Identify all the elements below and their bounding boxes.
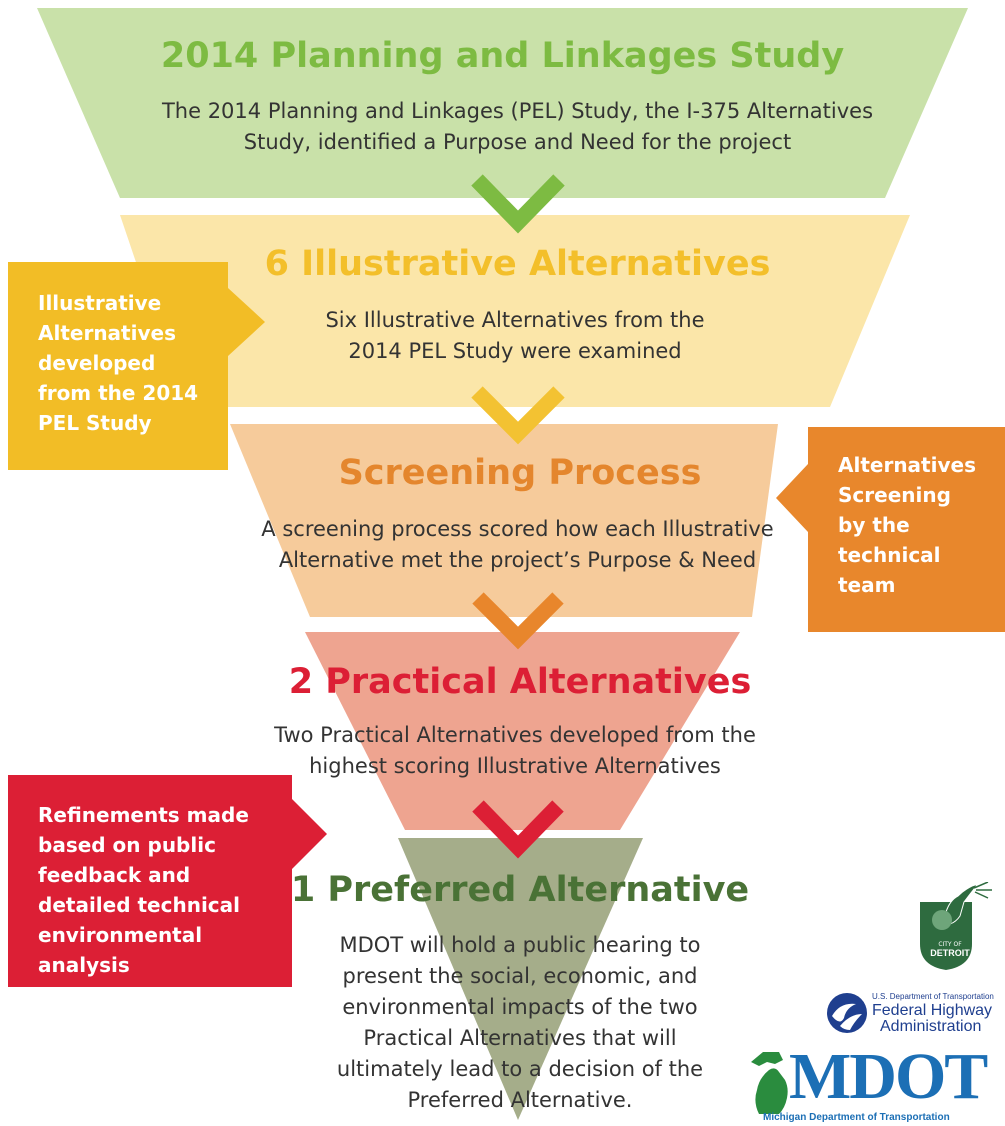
side-note-2-line: Screening: [838, 483, 951, 507]
stage-4-description: Two Practical Alternatives developed fro…: [250, 720, 780, 782]
side-note-refinements: Refinements made based on public feedbac…: [38, 800, 288, 980]
stage-1-line-1: The 2014 Planning and Linkages (PEL) Stu…: [161, 99, 874, 123]
detroit-city-of-text: CITY OF: [938, 941, 962, 948]
stage-5-line-2: present the social, economic, and: [342, 964, 698, 988]
side-note-2-line: technical: [838, 543, 941, 567]
stage-4-title: 2 Practical Alternatives: [288, 662, 752, 702]
stage-5-line-3: environmental impacts of the two: [342, 995, 698, 1019]
fhwa-name-line1: Federal Highway: [872, 1002, 993, 1019]
side-note-3-line: environmental: [38, 923, 203, 947]
side-note-1-line: PEL Study: [38, 411, 152, 435]
stage-3-line-1: A screening process scored how each Illu…: [261, 517, 774, 541]
stage-5-title: 1 Preferred Alternative: [290, 870, 750, 910]
stage-1-band: [37, 8, 968, 198]
stage-5-band: [398, 838, 643, 1120]
side-note-3-box: [8, 775, 327, 987]
fhwa-emblem-icon: [827, 993, 867, 1033]
stage-1-line-2: Study, identified a Purpose and Need for…: [243, 130, 792, 154]
stage-3-band: [230, 424, 778, 617]
side-note-3-line: based on public: [38, 833, 216, 857]
side-note-2-line: team: [838, 573, 896, 597]
mdot-logo: MDOT Michigan Department of Transportati…: [745, 1042, 1003, 1124]
city-of-detroit-logo: CITY OF DETROIT: [912, 881, 997, 972]
side-note-2-line: by the: [838, 513, 910, 537]
side-note-1-line: Illustrative: [38, 291, 162, 315]
side-note-3-line: feedback and: [38, 863, 191, 887]
fhwa-name-line2: Administration: [880, 1018, 982, 1035]
michigan-map-icon: [751, 1052, 788, 1114]
mdot-wordmark: MDOT: [789, 1040, 988, 1113]
side-note-1-box: [8, 262, 265, 470]
mdot-subtitle-text: Michigan Department of Transportation: [763, 1112, 950, 1123]
stage-5-line-5: ultimately lead to a decision of the: [336, 1057, 704, 1081]
side-note-1-line: Alternatives: [38, 321, 176, 345]
stage-2-band: [120, 215, 910, 407]
side-note-illustrative: Illustrative Alternatives developed from…: [38, 288, 223, 438]
stage-5-line-6: Preferred Alternative.: [407, 1088, 633, 1112]
side-note-2-box: [776, 427, 1005, 632]
stage-2-line-2: 2014 PEL Study were examined: [348, 339, 682, 363]
fhwa-logo: U.S. Department of Transportation Federa…: [826, 990, 1004, 1036]
stage-2-description: Six Illustrative Alternatives from the 2…: [265, 305, 765, 367]
detroit-seal-icon: [920, 881, 992, 970]
stage-1-title: 2014 Planning and Linkages Study: [160, 36, 845, 76]
side-note-3-line: analysis: [38, 953, 130, 977]
stage-4-line-1: Two Practical Alternatives developed fro…: [274, 723, 756, 747]
chevron-arrow-2: [471, 386, 565, 445]
chevron-arrow-4: [472, 800, 564, 859]
stage-3-title: Screening Process: [338, 453, 702, 493]
stage-4-line-2: highest scoring Illustrative Alternative…: [309, 754, 721, 778]
stage-3-description: A screening process scored how each Illu…: [230, 514, 805, 576]
chevron-arrow-3: [472, 592, 564, 650]
detroit-name-text: DETROIT: [930, 948, 970, 958]
stage-5-line-1: MDOT will hold a public hearing to: [339, 933, 701, 957]
fhwa-department-text: U.S. Department of Transportation: [872, 992, 994, 1001]
stage-4-band: [305, 632, 740, 830]
side-note-screening: Alternatives Screening by the technical …: [838, 450, 1003, 600]
stage-3-line-2: Alternative met the project’s Purpose & …: [278, 548, 757, 572]
stage-2-title: 6 Illustrative Alternatives: [264, 244, 771, 284]
side-note-3-line: detailed technical: [38, 893, 241, 917]
stage-1-description: The 2014 Planning and Linkages (PEL) Stu…: [100, 96, 935, 158]
stage-5-description: MDOT will hold a public hearing to prese…: [300, 930, 740, 1116]
stage-5-line-4: Practical Alternatives that will: [363, 1026, 677, 1050]
side-note-2-line: Alternatives: [838, 453, 976, 477]
chevron-arrow-1: [471, 174, 565, 234]
stage-2-line-1: Six Illustrative Alternatives from the: [325, 308, 705, 332]
side-note-3-line: Refinements made: [38, 803, 249, 827]
side-note-1-line: from the 2014: [38, 381, 199, 405]
side-note-1-line: developed: [38, 351, 156, 375]
